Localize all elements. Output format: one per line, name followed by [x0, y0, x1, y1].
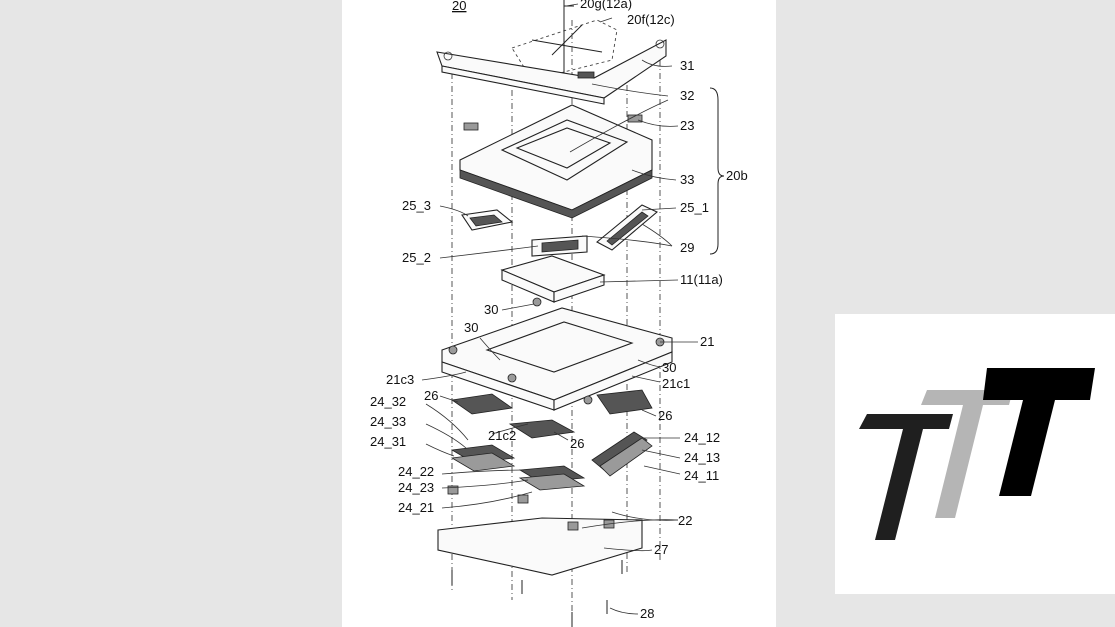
sensor-11	[500, 255, 606, 303]
label-31: 31	[680, 58, 694, 73]
label-30-a: 30	[484, 302, 498, 317]
label-25-2: 25_2	[402, 250, 431, 265]
exploded-view-diagram: 20	[370, 0, 748, 627]
logo-middle-t	[921, 390, 1013, 518]
label-24-33: 24_33	[370, 414, 406, 429]
base-frame-21	[441, 297, 673, 411]
label-26-a: 26	[424, 388, 438, 403]
holder-23-33	[459, 104, 653, 219]
magnets-24	[450, 431, 653, 491]
axis-indicator	[511, 0, 618, 81]
label-26-b: 26	[658, 408, 672, 423]
label-30-b: 30	[464, 320, 478, 335]
coils-25	[461, 204, 659, 257]
label-25-1: 25_1	[680, 200, 709, 215]
ttt-logo	[859, 368, 1095, 540]
label-27: 27	[654, 542, 668, 557]
assembly-ref: 20	[452, 0, 466, 13]
label-21c1: 21c1	[662, 376, 690, 391]
label-24-23: 24_23	[398, 480, 434, 495]
screws-28	[451, 560, 623, 627]
label-24-22: 24_22	[398, 464, 434, 479]
label-22: 22	[678, 513, 692, 528]
label-21c2: 21c2	[488, 428, 516, 443]
label-24-21: 24_21	[398, 500, 434, 515]
label-24-11: 24_11	[684, 468, 719, 483]
bottom-plate-27	[437, 485, 643, 576]
label-32: 32	[680, 88, 694, 103]
label-26-c: 26	[570, 436, 584, 451]
label-30-c: 30	[662, 360, 676, 375]
label-24-32: 24_32	[370, 394, 406, 409]
label-25-3: 25_3	[402, 198, 431, 213]
label-20f: 20f(12c)	[627, 12, 675, 27]
cover-plate-31	[436, 39, 667, 105]
label-33: 33	[680, 172, 694, 187]
label-23: 23	[680, 118, 694, 133]
patent-drawing-sheet: 20	[342, 0, 776, 627]
logo-left-t	[859, 414, 953, 540]
label-11: 11(11a)	[680, 272, 723, 287]
label-21: 21	[700, 334, 714, 349]
label-20g: 20g(12a)	[580, 0, 632, 11]
label-28: 28	[640, 606, 654, 621]
label-21c3: 21c3	[386, 372, 414, 387]
label-24-13: 24_13	[684, 450, 720, 465]
label-29: 29	[680, 240, 694, 255]
label-24-12: 24_12	[684, 430, 720, 445]
bracket-20b	[709, 87, 725, 255]
label-24-31: 24_31	[370, 434, 406, 449]
leader-lines	[421, 3, 698, 615]
ttt-logo-card	[835, 314, 1115, 594]
logo-right-t	[983, 368, 1095, 496]
label-20b: 20b	[726, 168, 748, 183]
